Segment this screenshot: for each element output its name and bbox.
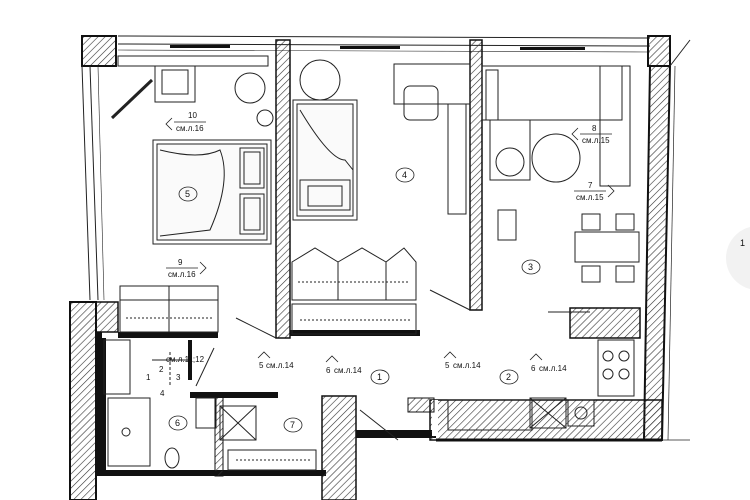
desk-chair-room-5 bbox=[117, 55, 274, 127]
svg-text:5: 5 bbox=[445, 361, 450, 370]
callout-10: 10 см.л.16 bbox=[165, 111, 206, 133]
edge-marker: 1 bbox=[726, 227, 750, 289]
sofa-room-3 bbox=[481, 65, 631, 241]
bed-room-5 bbox=[152, 139, 272, 245]
callout-bath: см.л.11;12 1 2 3 4 bbox=[146, 355, 205, 398]
svg-text:см.л.14: см.л.14 bbox=[334, 366, 362, 375]
callout-6-right: 6 см.л.14 bbox=[529, 353, 567, 373]
svg-text:см.л.15: см.л.15 bbox=[576, 193, 604, 202]
room-3-label: 3 bbox=[528, 262, 533, 272]
room-7-label: 7 bbox=[290, 420, 295, 430]
svg-text:см.л.16: см.л.16 bbox=[168, 270, 196, 279]
left-window-wall bbox=[81, 65, 105, 301]
svg-text:см.л.14: см.л.14 bbox=[266, 361, 294, 370]
callout-6-left: 6 см.л.14 bbox=[325, 355, 362, 375]
svg-text:8: 8 bbox=[592, 124, 597, 133]
partition-walls bbox=[102, 39, 641, 470]
room-labels bbox=[168, 167, 541, 433]
bathroom-room-6 bbox=[103, 339, 217, 469]
svg-text:3: 3 bbox=[176, 373, 181, 382]
callout-7: 7 см.л.15 bbox=[574, 181, 615, 202]
callout-5-left: 5 см.л.14 bbox=[257, 351, 294, 370]
svg-text:2: 2 bbox=[159, 365, 164, 374]
lower-right-walls bbox=[407, 397, 690, 442]
svg-text:7: 7 bbox=[588, 181, 593, 190]
room-6-label: 6 bbox=[175, 418, 180, 428]
wardrobe-room-5 bbox=[119, 285, 219, 333]
room-2-label: 2 bbox=[506, 372, 511, 382]
edge-label: 1 bbox=[740, 238, 745, 248]
wardrobe-room-4 bbox=[291, 247, 417, 335]
desk-room-4 bbox=[299, 59, 471, 215]
corner-column-left bbox=[81, 35, 117, 67]
top-window-wall bbox=[117, 35, 651, 53]
lower-left-walls bbox=[69, 301, 436, 500]
right-outer-wall bbox=[642, 39, 691, 441]
dining-table-room-3 bbox=[574, 213, 640, 283]
callout-5-right: 5 см.л.14 bbox=[443, 351, 481, 370]
svg-text:см.л.14: см.л.14 bbox=[453, 361, 481, 370]
svg-text:см.л.11;12: см.л.11;12 bbox=[166, 355, 205, 364]
svg-text:6: 6 bbox=[531, 364, 536, 373]
svg-text:1: 1 bbox=[146, 373, 151, 382]
room-4-label: 4 bbox=[402, 170, 407, 180]
kitchen-room-2 bbox=[447, 339, 635, 431]
room-5-label: 5 bbox=[185, 189, 190, 199]
svg-text:см.л.16: см.л.16 bbox=[176, 124, 204, 133]
room-1-label: 1 bbox=[377, 372, 382, 382]
callout-8: 8 см.л.15 bbox=[571, 124, 612, 145]
svg-text:см.л.15: см.л.15 bbox=[582, 136, 610, 145]
svg-text:10: 10 bbox=[188, 111, 197, 120]
corner-column-right bbox=[647, 35, 671, 67]
closet-room-7 bbox=[219, 405, 317, 471]
svg-text:6: 6 bbox=[326, 366, 331, 375]
callout-9: 9 см.л.16 bbox=[166, 258, 207, 279]
svg-text:см.л.14: см.л.14 bbox=[539, 364, 567, 373]
svg-text:9: 9 bbox=[178, 258, 183, 267]
bed-room-4 bbox=[292, 99, 358, 221]
svg-text:4: 4 bbox=[160, 389, 165, 398]
door-swings bbox=[110, 78, 590, 441]
svg-text:5: 5 bbox=[259, 361, 264, 370]
